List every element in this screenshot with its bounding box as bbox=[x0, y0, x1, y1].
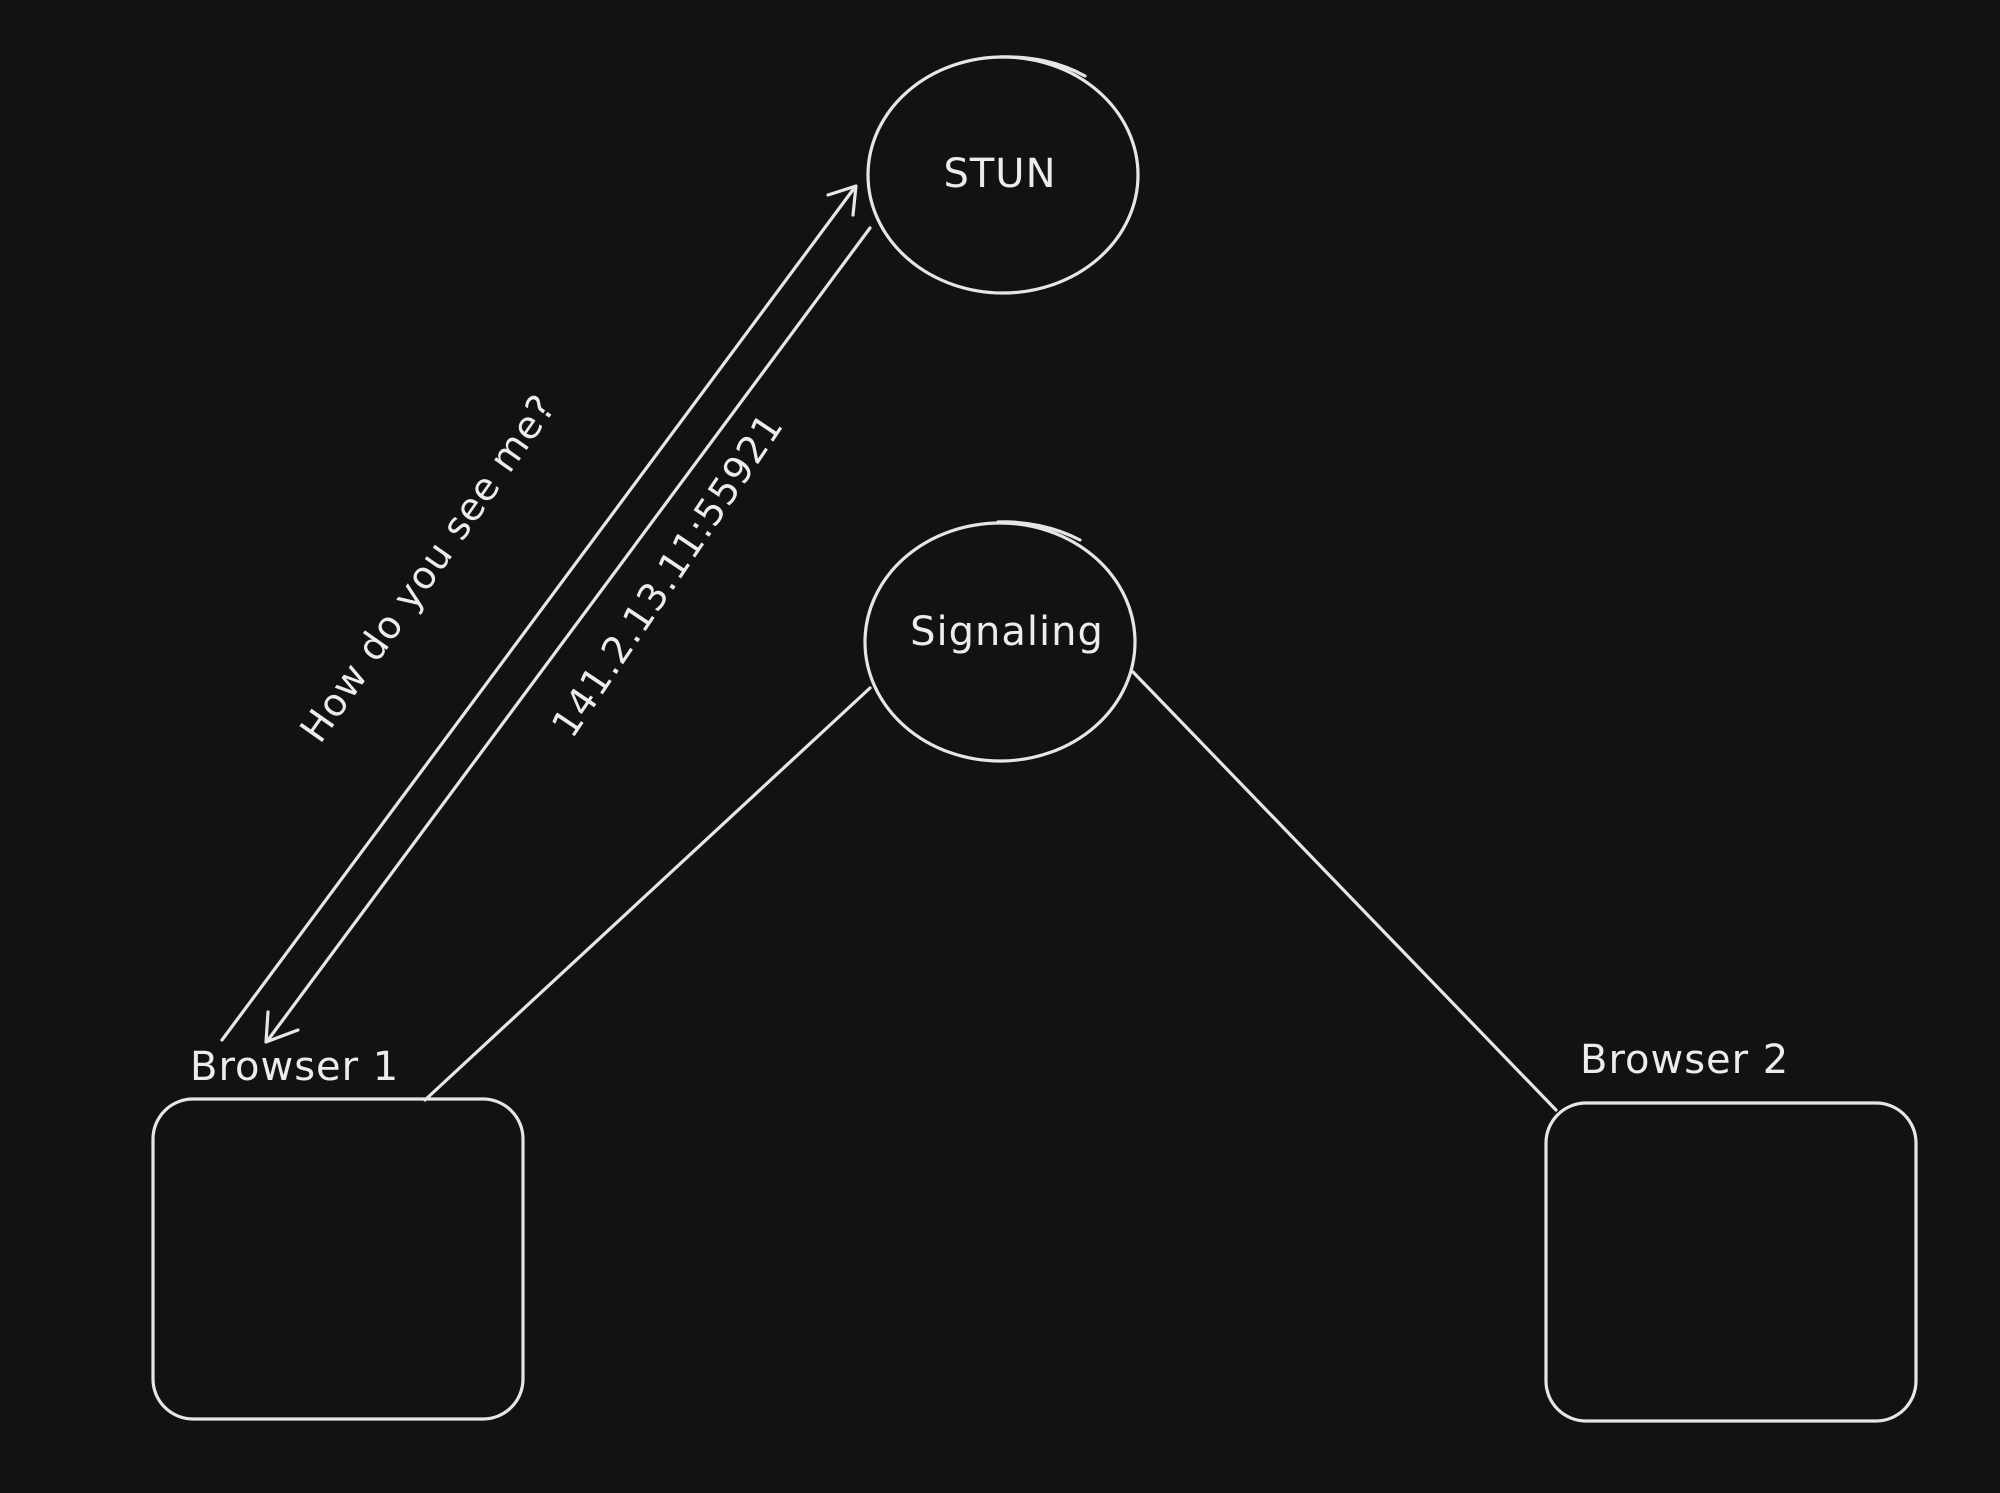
request-arrow-head bbox=[826, 184, 858, 217]
browser1-box bbox=[151, 1097, 525, 1421]
request-arrow-line bbox=[220, 185, 857, 1042]
stun-label: STUN bbox=[943, 151, 1056, 197]
signaling-browser1-connector[interactable] bbox=[423, 686, 872, 1102]
response-edge-label: 141.2.13.11:55921 bbox=[543, 405, 792, 745]
browser1-label: Browser 1 bbox=[190, 1044, 399, 1090]
stun-circle-overlap bbox=[998, 55, 1087, 78]
signaling-circle-overlap bbox=[996, 520, 1082, 542]
browser2-label: Browser 2 bbox=[1580, 1037, 1789, 1083]
response-arrow-line bbox=[266, 226, 872, 1042]
stun-node[interactable]: STUN bbox=[866, 55, 1140, 295]
response-arrow[interactable] bbox=[264, 226, 872, 1044]
browser2-box bbox=[1544, 1101, 1918, 1423]
signaling-label: Signaling bbox=[910, 609, 1104, 655]
browser2-node[interactable]: Browser 2 bbox=[1544, 1037, 1918, 1423]
browser1-node[interactable]: Browser 1 bbox=[151, 1044, 525, 1421]
request-arrow[interactable] bbox=[220, 184, 858, 1042]
signaling-browser2-connector[interactable] bbox=[1131, 670, 1558, 1112]
response-arrow-head bbox=[264, 1010, 300, 1044]
signaling-node[interactable]: Signaling bbox=[863, 520, 1137, 763]
